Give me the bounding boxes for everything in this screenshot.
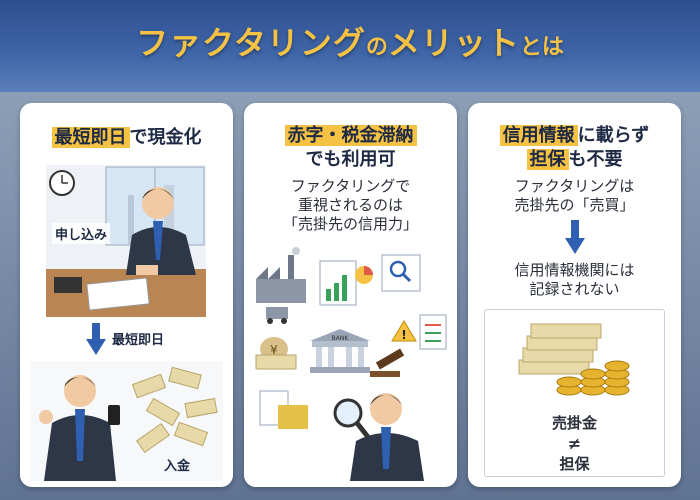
smartphone-icon — [108, 405, 120, 425]
office-application-illustration: 申し込み — [46, 165, 206, 317]
card2-text-line1: ファクタリングで — [290, 177, 411, 195]
card3-title-line1: 信用情報に載らず — [468, 121, 681, 147]
arrow-down-icon — [565, 220, 585, 254]
money-bag-icon: ¥ — [255, 337, 297, 370]
card2-text-line2: 重視されるのは — [297, 196, 403, 214]
header-background — [0, 0, 700, 92]
card3-text-line3: 信用情報機関には — [514, 261, 635, 279]
magnifier-document-icon — [381, 254, 421, 292]
deposit-illustration: 入金 — [30, 361, 223, 481]
card3-text-line4: 記録されない — [529, 280, 620, 298]
card2-text-line3: 「売掛先の信用力」 — [282, 215, 418, 233]
documents-folder-icon — [259, 390, 308, 429]
svg-text:¥: ¥ — [270, 343, 278, 357]
merit-card-deficit-ok: 赤字・税金滞納 でも利用可 ファクタリングで 重視されるのは 「売掛先の信用力」 — [244, 103, 457, 487]
card2-title-line1: 赤字・税金滞納 — [244, 121, 457, 147]
receivable-vs-collateral-box: 売掛金 ≠ 担保 — [484, 309, 665, 477]
arrow-label-same-day: 最短即日 — [112, 333, 165, 348]
collateral-label: 担保 — [559, 455, 590, 473]
card3-text-line2: 売掛先の「売買」 — [514, 196, 635, 214]
merit-card-no-credit-record: 信用情報に載らず 担保も不要 ファクタリングは 売掛先の「売買」 信用情報機関に… — [468, 103, 681, 487]
title-main: ファクタリング — [136, 24, 366, 62]
card2-title-line2: でも利用可 — [305, 149, 396, 170]
page-title: ファクタリングのメリットとは — [0, 18, 700, 64]
svg-text:!: ! — [401, 328, 406, 342]
truck-icon — [266, 307, 288, 324]
businessman-magnifier-figure — [333, 393, 424, 481]
cash-and-coins-icon — [518, 323, 630, 396]
merit-card-fast-cash: 最短即日で現金化 申し込み 最短即日 — [20, 103, 233, 487]
checklist-icon — [419, 314, 447, 350]
title-merit: メリット — [387, 24, 520, 62]
card3-title-line2: 担保も不要 — [468, 145, 681, 171]
arrow-down-icon — [86, 323, 106, 355]
not-equal-symbol: ≠ — [567, 434, 582, 453]
card1-title-highlight: 最短即日 — [51, 127, 130, 148]
deposit-label: 入金 — [164, 459, 191, 474]
title-no: の — [365, 35, 388, 60]
bank-sign-text: BANK — [332, 335, 350, 342]
bank-icon: BANK — [310, 329, 370, 373]
card1-title-rest: で現金化 — [129, 127, 202, 148]
card3-text-line1: ファクタリングは — [514, 177, 635, 195]
apply-label: 申し込み — [52, 223, 111, 244]
card1-title: 最短即日で現金化 — [20, 123, 233, 149]
title-towa: とは — [519, 35, 564, 60]
gavel-icon — [370, 348, 405, 377]
credit-analysis-illustration: ¥ BANK ! — [252, 245, 449, 481]
warning-icon: ! — [391, 320, 417, 342]
factory-icon — [256, 247, 306, 303]
receivable-label: 売掛金 — [551, 414, 597, 432]
chart-document-icon — [319, 260, 373, 306]
